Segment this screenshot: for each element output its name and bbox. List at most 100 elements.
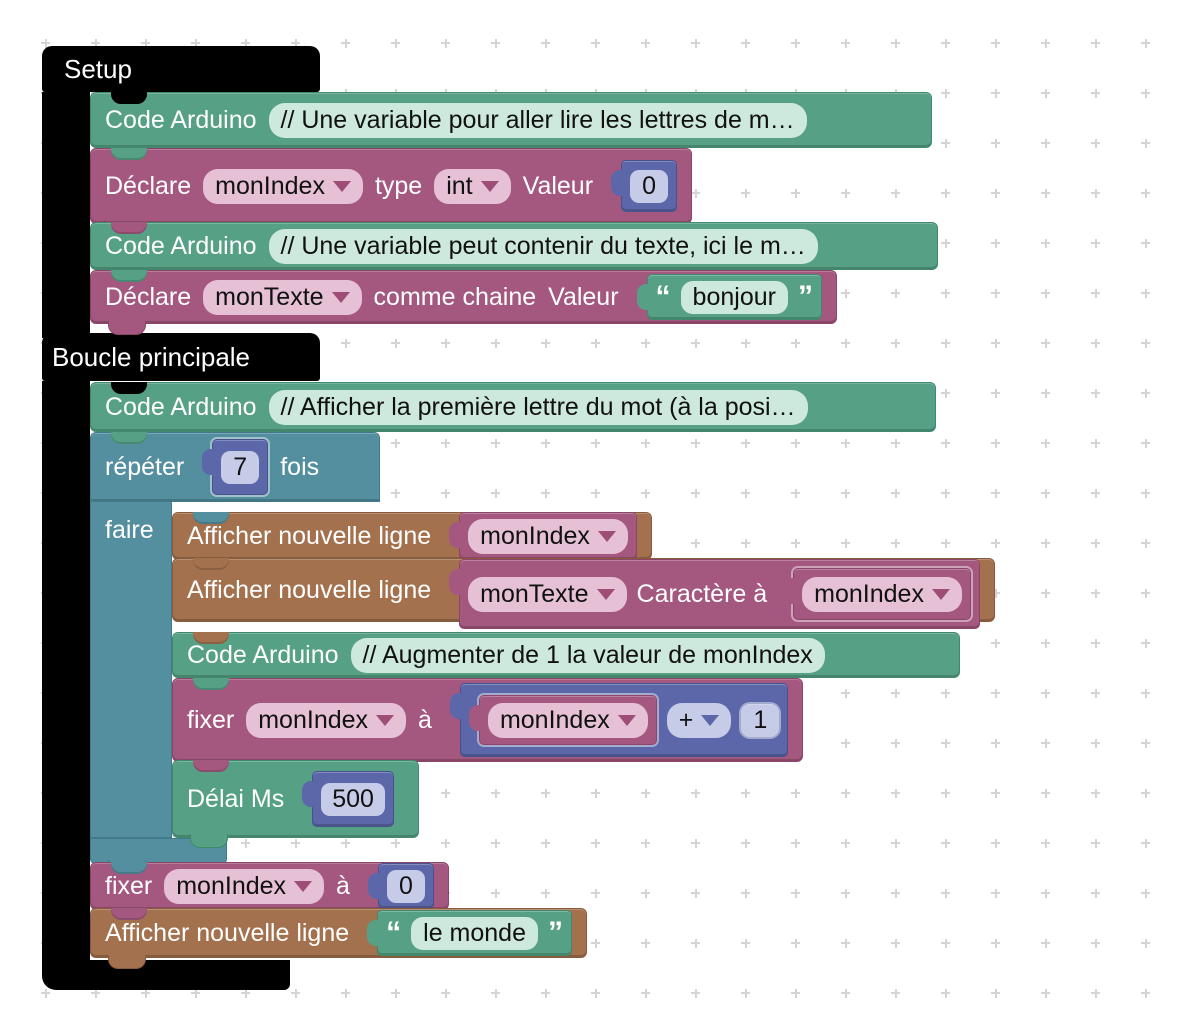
type-label: type — [374, 171, 423, 200]
grid-cross — [1141, 88, 1150, 98]
grid-cross — [1091, 988, 1100, 998]
dropdown-arrow-icon — [376, 714, 395, 726]
block-label: Déclare — [105, 171, 192, 200]
grid-cross — [91, 38, 100, 48]
type-dropdown[interactable]: int — [434, 168, 511, 204]
block-code-arduino-comment[interactable]: Code Arduino // Une variable peut conten… — [90, 222, 938, 270]
variable-dropdown[interactable]: monIndex — [487, 702, 648, 738]
close-quote-icon: ” — [797, 280, 813, 313]
block-print-newline[interactable]: Afficher nouvelle ligne monIndex — [172, 512, 652, 560]
dropdown-arrow-icon — [617, 714, 636, 726]
number-value-block[interactable]: 7 — [202, 439, 269, 495]
block-code-arduino-comment[interactable]: Code Arduino // Augmenter de 1 la valeur… — [172, 632, 960, 678]
block-declare-variable-int[interactable]: Déclare monIndex type int Valeur 0 — [90, 148, 693, 224]
grid-cross — [1041, 488, 1050, 498]
math-expression-block[interactable]: monIndex + 1 — [449, 683, 789, 757]
grid-cross — [741, 938, 750, 948]
grid-cross — [541, 338, 550, 348]
block-code-arduino-comment[interactable]: Code Arduino // Afficher la première let… — [90, 382, 936, 432]
grid-cross — [1091, 138, 1100, 148]
number-field[interactable]: 1 — [741, 703, 780, 737]
variable-dropdown[interactable]: monTexte — [468, 576, 627, 612]
setup-block-header[interactable]: Setup — [42, 46, 320, 92]
dropdown-arrow-icon — [931, 588, 950, 600]
string-field[interactable]: bonjour — [680, 280, 788, 314]
grid-cross — [591, 888, 600, 898]
block-label: fixer — [187, 705, 235, 734]
number-field[interactable]: 0 — [386, 869, 425, 903]
number-field[interactable]: 7 — [221, 450, 260, 484]
dropdown-arrow-icon — [701, 714, 720, 726]
grid-cross — [1091, 338, 1100, 348]
grid-cross — [991, 88, 1000, 98]
comment-text-field[interactable]: // Afficher la première lettre du mot (à… — [268, 389, 808, 425]
number-value-block[interactable]: 500 — [302, 771, 394, 827]
grid-cross — [541, 888, 550, 898]
grid-cross — [1091, 688, 1100, 698]
grid-cross — [491, 988, 500, 998]
grid-cross — [791, 888, 800, 898]
grid-cross — [791, 988, 800, 998]
block-set-variable[interactable]: fixer monIndex à monIndex + 1 — [172, 678, 804, 762]
comment-text-field[interactable]: // Une variable pour aller lire les lett… — [268, 102, 807, 138]
string-value-block[interactable]: “ le monde ” — [367, 910, 572, 956]
block-code-arduino-comment[interactable]: Code Arduino // Une variable pour aller … — [90, 92, 932, 148]
block-delay-ms[interactable]: Délai Ms 500 — [172, 760, 419, 838]
block-set-variable[interactable]: fixer monIndex à 0 — [90, 862, 449, 910]
main-loop-block-header[interactable]: Boucle principale — [42, 333, 320, 381]
block-repeat-loop-body: faire — [90, 502, 172, 838]
block-repeat-loop-header[interactable]: répéter 7 fois — [90, 432, 380, 502]
block-print-newline[interactable]: Afficher nouvelle ligne monTexte Caractè… — [172, 558, 995, 629]
comment-text-field[interactable]: // Augmenter de 1 la valeur de monIndex — [350, 637, 825, 673]
variable-dropdown[interactable]: monIndex — [802, 576, 962, 612]
grid-cross — [741, 438, 750, 448]
grid-cross — [491, 338, 500, 348]
grid-cross — [741, 38, 750, 48]
grid-cross — [541, 838, 550, 848]
grid-cross — [891, 288, 900, 298]
grid-cross — [741, 888, 750, 898]
variable-dropdown[interactable]: monIndex — [164, 868, 325, 904]
number-value-block[interactable]: 0 — [367, 863, 434, 909]
number-field[interactable]: 0 — [630, 169, 669, 203]
grid-cross — [891, 488, 900, 498]
variable-dropdown[interactable]: monIndex — [468, 518, 628, 554]
grid-cross — [1141, 488, 1150, 498]
grid-cross — [391, 988, 400, 998]
grid-cross — [941, 288, 950, 298]
variable-value-block[interactable]: monIndex — [468, 695, 657, 745]
variable-dropdown[interactable]: monTexte — [203, 279, 362, 315]
block-declare-variable-string[interactable]: Déclare monTexte comme chaine Valeur “ b… — [90, 270, 837, 324]
variable-value-block[interactable]: monIndex — [783, 568, 971, 620]
grid-cross — [941, 88, 950, 98]
block-print-newline[interactable]: Afficher nouvelle ligne “ le monde ” — [90, 908, 587, 958]
grid-cross — [891, 838, 900, 848]
dropdown-arrow-icon — [596, 588, 615, 600]
dropdown-arrow-icon — [294, 880, 313, 892]
operator-dropdown[interactable]: + — [666, 702, 732, 738]
grid-cross — [291, 838, 300, 848]
variable-value-block[interactable]: monIndex — [449, 512, 637, 560]
grid-cross — [441, 438, 450, 448]
grid-cross — [841, 738, 850, 748]
grid-cross — [341, 988, 350, 998]
number-value-block[interactable]: 0 — [611, 160, 678, 212]
grid-cross — [441, 988, 450, 998]
number-field[interactable]: 500 — [321, 782, 385, 816]
grid-cross — [641, 488, 650, 498]
grid-cross — [291, 38, 300, 48]
grid-cross — [991, 38, 1000, 48]
string-field[interactable]: le monde — [411, 916, 538, 950]
variable-name: monIndex — [215, 171, 325, 200]
comment-text-field[interactable]: // Une variable peut contenir du texte, … — [268, 228, 818, 264]
variable-dropdown[interactable]: monIndex — [203, 168, 363, 204]
setup-title: Setup — [64, 53, 132, 84]
grid-cross — [1091, 38, 1100, 48]
variable-dropdown[interactable]: monIndex — [246, 702, 407, 738]
grid-cross — [341, 338, 350, 348]
grid-cross — [1091, 888, 1100, 898]
grid-cross — [41, 38, 50, 48]
char-at-expression-block[interactable]: monTexte Caractère à monIndex — [449, 559, 980, 629]
string-value-block[interactable]: “ bonjour ” — [636, 274, 822, 320]
